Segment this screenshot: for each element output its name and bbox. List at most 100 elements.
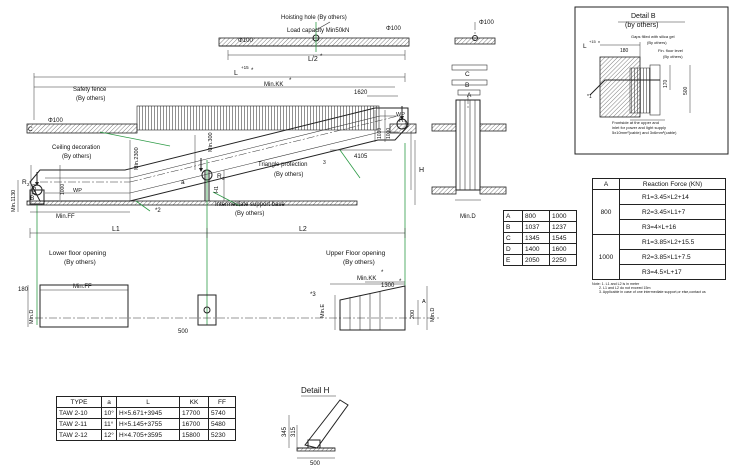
- detail-b-frontside-2: inlet for power and light supply: [612, 125, 666, 130]
- table-cell: 5230: [208, 429, 236, 441]
- table-cell: 16700: [179, 418, 209, 430]
- table-cell: TAW 2-10: [56, 407, 102, 419]
- plan-dim-200: 200: [410, 310, 416, 319]
- reaction-header-a: A: [592, 178, 620, 190]
- r1-sub: 1: [404, 120, 407, 125]
- dim-1030-left: 1030: [32, 184, 38, 195]
- wp-lower-label: WP: [73, 188, 82, 194]
- r1-label: R: [399, 117, 404, 124]
- detail-b-fin-by: (By others): [663, 54, 683, 59]
- triangle-protection-label: Triangle protection: [258, 162, 307, 168]
- table-cell: H×5.671+3945: [116, 407, 180, 419]
- table-cell: H×5.145+3755: [116, 418, 180, 430]
- section-a-label: A: [467, 92, 472, 99]
- detail-b-title: Detail B: [631, 13, 656, 20]
- note-2-marker: *2: [155, 208, 161, 214]
- detail-b-fin-floor: Fin. floor level: [658, 48, 683, 53]
- table-cell: B: [503, 221, 523, 233]
- plan-dim-500: 500: [178, 329, 189, 335]
- section-phi100: Φ100: [479, 20, 494, 26]
- table-cell: A: [503, 210, 523, 222]
- side-elevation-text: Hoisting hole (By others) Load capacity …: [11, 15, 424, 233]
- detail-b-frame: [574, 6, 729, 155]
- l-half-star: *: [320, 54, 323, 60]
- l2-label: L2: [299, 226, 307, 233]
- dim-1000-left: 1000: [60, 184, 66, 195]
- table-cell: 1237: [549, 221, 577, 233]
- section-view-text: Φ100 C B A Min.D: [460, 20, 494, 220]
- ceiling-decoration-by-others: (By others): [62, 154, 91, 160]
- side-elevation: [17, 21, 417, 325]
- plan-min-d-right: Min.D: [430, 308, 436, 322]
- reaction-header-force: Reaction Force (KN): [619, 178, 726, 190]
- section-truss-body: [455, 99, 481, 191]
- min300-label: Min.300: [208, 132, 214, 152]
- dim-4105: 4105: [354, 154, 368, 160]
- section-view: [410, 22, 507, 201]
- reaction-note-2: 2. L1 and L2 do not exceed 15m: [599, 286, 651, 291]
- detail-b-gaps: Gaps filled with silica gel: [631, 34, 675, 39]
- safety-fence-label: Safety fence: [73, 87, 107, 93]
- table-cell: 2250: [549, 254, 577, 266]
- detail-b-500: 500: [683, 86, 689, 95]
- plan-min-ff: Min.FF: [73, 284, 92, 290]
- section-b-label: B: [465, 82, 469, 89]
- upper-floor-by-others: (By others): [343, 259, 375, 266]
- load-capacity-label: Load capacity Min50kN: [287, 28, 349, 34]
- min1130-label: Min.1130: [11, 190, 17, 212]
- table-cell: D: [503, 243, 523, 255]
- triangle-protection-num: 3: [323, 160, 326, 166]
- min2300-label: Min.2300: [134, 147, 140, 170]
- r3-sub: 3: [222, 176, 225, 181]
- reaction-group-a: 1000: [592, 234, 620, 280]
- detail-b-l: L: [583, 43, 587, 50]
- detail-b-170: 170: [663, 79, 669, 88]
- lower-floor-title: Lower floor opening: [49, 250, 106, 257]
- plan-dim-180: 180: [18, 287, 29, 293]
- table-cell: E: [503, 254, 523, 266]
- h1-label: H1: [214, 186, 220, 193]
- table-cell: 1000: [549, 210, 577, 222]
- min-kk-star: *: [289, 78, 292, 84]
- dim-1030-right: 1030: [377, 128, 383, 139]
- section-c-label: C: [465, 71, 470, 78]
- reaction-formula: R3=4.5×L+17: [619, 264, 726, 280]
- reaction-formula: R1=3.45×L2+14: [619, 189, 726, 205]
- upper-floor-opening: [339, 285, 406, 331]
- lower-ceiling-slab: [26, 123, 138, 134]
- detail-b-note1: *1: [587, 94, 592, 100]
- table-cell: TAW 2-11: [56, 418, 102, 430]
- table-cell: 1037: [522, 221, 550, 233]
- plan-view-text: Lower floor opening (By others) Upper Fl…: [18, 250, 436, 335]
- detail-b-frontside-3: 5x10mm²(cable) and 3x6mm²(cable): [612, 130, 677, 135]
- alpha-label: a: [181, 179, 185, 186]
- plan-min-d-left: Min.D: [29, 310, 35, 324]
- detail-h-text: Detail H 345 315 500: [282, 386, 330, 467]
- table-row: R2=3.85×L1+7.5: [593, 249, 726, 265]
- table-cell: 5740: [208, 407, 236, 419]
- table-cell: 800: [522, 210, 550, 222]
- plan-dim-1300-star: *: [399, 279, 402, 285]
- detail-h-315: 315: [291, 426, 297, 437]
- l-dim-label: L: [234, 70, 238, 77]
- c-label-left: C: [28, 126, 33, 133]
- intermediate-support-label: Intermediate support base: [215, 202, 285, 208]
- plan-min-kk-star: *: [381, 270, 384, 276]
- wp-upper-label: WP: [396, 112, 405, 118]
- table-cell: C: [503, 232, 523, 244]
- reaction-notes: Note: 1. L1 and L2 is in meter 2. L1 and…: [592, 282, 706, 295]
- detail-b-frontside-1: Frontside at the upper and: [612, 120, 659, 125]
- detail-b: [574, 6, 729, 155]
- l-dim-star: *: [251, 68, 254, 74]
- dim-1000-right: 1000: [386, 128, 392, 139]
- table-cell: 10°: [101, 407, 117, 419]
- hoisting-hole-label: Hoisting hole (By others): [281, 15, 347, 21]
- section-min-d: Min.D: [460, 214, 476, 220]
